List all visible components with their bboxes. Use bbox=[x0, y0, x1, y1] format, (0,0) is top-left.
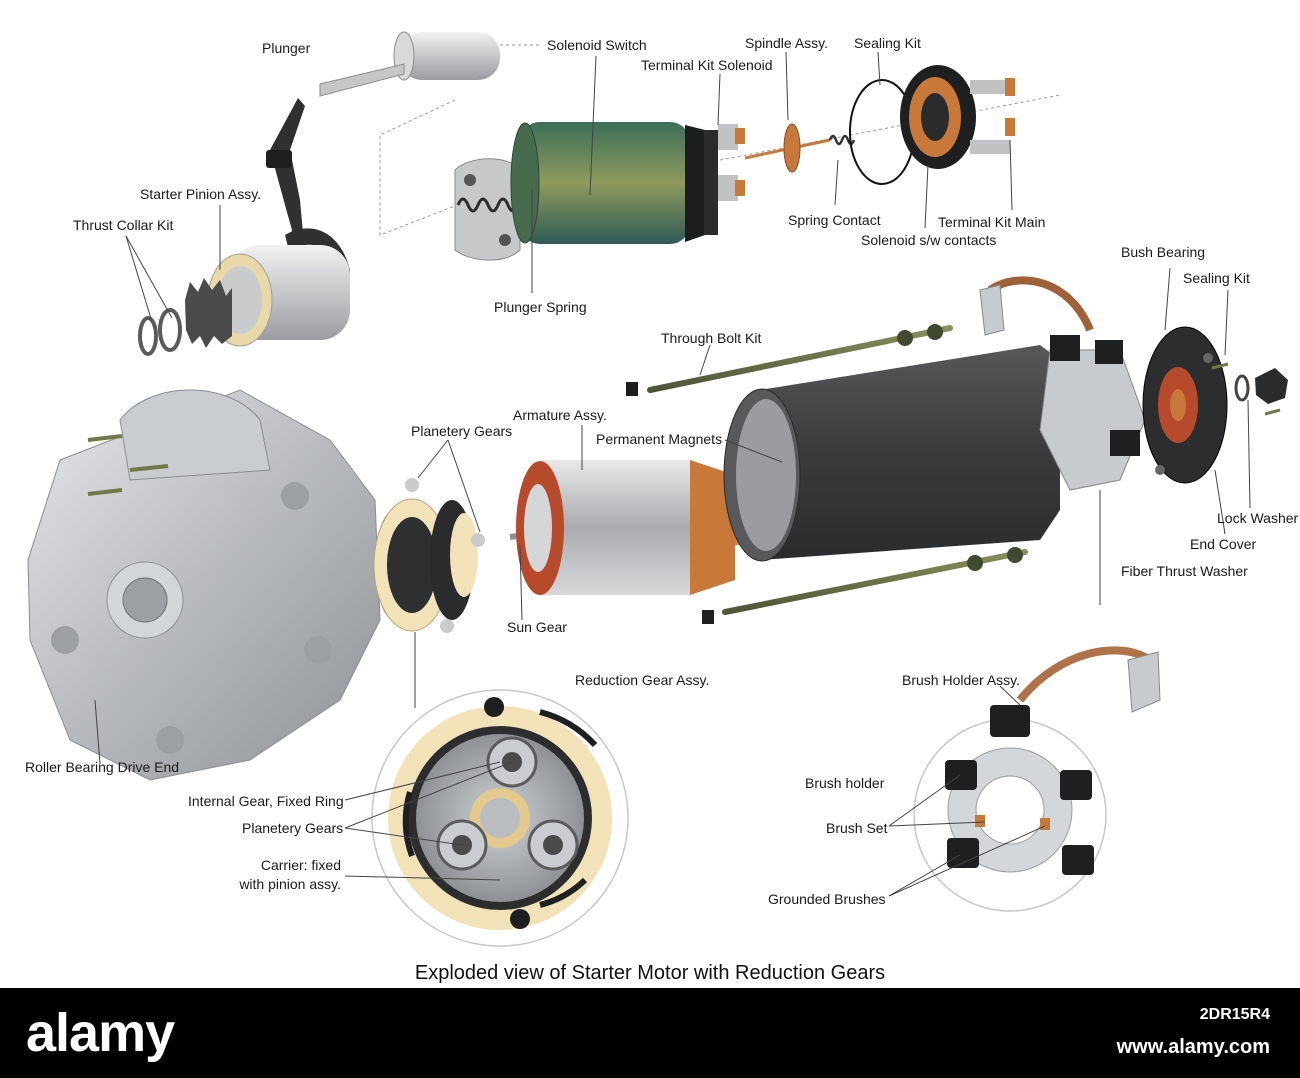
label-terminal-kit-main: Terminal Kit Main bbox=[938, 214, 1046, 230]
solenoid-part bbox=[454, 122, 745, 261]
label-spindle-assy: Spindle Assy. bbox=[745, 35, 829, 51]
brush-holder-upper-part bbox=[979, 276, 1146, 491]
label-planetery-gears-bottom: Planetery Gears bbox=[242, 820, 344, 836]
label-plunger-spring: Plunger Spring bbox=[494, 299, 587, 315]
label-spring-contact: Spring Contact bbox=[788, 212, 881, 228]
watermark-footer: alamy 2DR15R4 www.alamy.com bbox=[0, 988, 1300, 1078]
label-plunger: Plunger bbox=[262, 40, 311, 56]
solenoid-cap-part bbox=[900, 65, 1015, 169]
label-thrust-collar-kit: Thrust Collar Kit bbox=[73, 217, 174, 233]
leader-lines bbox=[94, 51, 1251, 897]
image-code: 2DR15R4 bbox=[1199, 1006, 1270, 1023]
label-lock-washer: Lock Washer bbox=[1217, 510, 1299, 526]
alamy-logo: alamy bbox=[26, 1003, 175, 1063]
label-bush-bearing: Bush Bearing bbox=[1121, 244, 1206, 260]
reduction-gear-detail bbox=[371, 689, 629, 947]
label-fiber-thrust-washer: Fiber Thrust Washer bbox=[1121, 563, 1248, 579]
label-sun-gear: Sun Gear bbox=[507, 619, 567, 635]
label-solenoid-sw-contacts: Solenoid s/w contacts bbox=[861, 232, 997, 248]
label-sealing-kit-right: Sealing Kit bbox=[1183, 270, 1250, 286]
label-grounded-brushes: Grounded Brushes bbox=[768, 891, 886, 907]
planetary-gear-stack-part bbox=[373, 478, 485, 633]
label-sealing-kit-top: Sealing Kit bbox=[854, 35, 921, 51]
label-brush-holder: Brush holder bbox=[805, 775, 885, 791]
label-planetery-gears-top: Planetery Gears bbox=[411, 423, 513, 439]
label-reduction-gear-assy: Reduction Gear Assy. bbox=[575, 672, 710, 688]
starter-motor-exploded-view bbox=[27, 31, 1288, 947]
brush-holder-detail bbox=[913, 646, 1161, 912]
label-carrier-line1: Carrier: fixed bbox=[260, 857, 341, 873]
label-permanent-magnets: Permanent Magnets bbox=[596, 431, 723, 447]
end-cover-part bbox=[1142, 326, 1288, 484]
label-internal-gear-fixed-ring: Internal Gear, Fixed Ring bbox=[188, 793, 344, 809]
through-bolts-part bbox=[626, 324, 1028, 624]
label-solenoid-switch: Solenoid Switch bbox=[547, 37, 647, 53]
shift-lever-part bbox=[266, 98, 350, 300]
label-through-bolt-kit: Through Bolt Kit bbox=[661, 330, 762, 346]
site-url: www.alamy.com bbox=[1116, 1036, 1270, 1058]
diagram-caption: Exploded view of Starter Motor with Redu… bbox=[414, 962, 886, 984]
drive-end-housing-part bbox=[27, 389, 381, 781]
label-end-cover: End Cover bbox=[1190, 536, 1257, 552]
axis-dashed-lines bbox=[379, 44, 1061, 236]
label-carrier-line2: with pinion assy. bbox=[239, 876, 341, 892]
plunger-part bbox=[319, 31, 500, 97]
starter-pinion-part bbox=[138, 245, 350, 356]
magnet-shell-part bbox=[723, 345, 1060, 562]
label-brush-holder-assy: Brush Holder Assy. bbox=[902, 672, 1021, 688]
label-starter-pinion-assy: Starter Pinion Assy. bbox=[140, 186, 262, 202]
label-roller-bearing-drive-end: Roller Bearing Drive End bbox=[25, 759, 180, 775]
label-terminal-kit-solenoid: Terminal Kit Solenoid bbox=[641, 57, 773, 73]
label-brush-set: Brush Set bbox=[826, 820, 888, 836]
label-armature-assy: Armature Assy. bbox=[513, 407, 607, 423]
